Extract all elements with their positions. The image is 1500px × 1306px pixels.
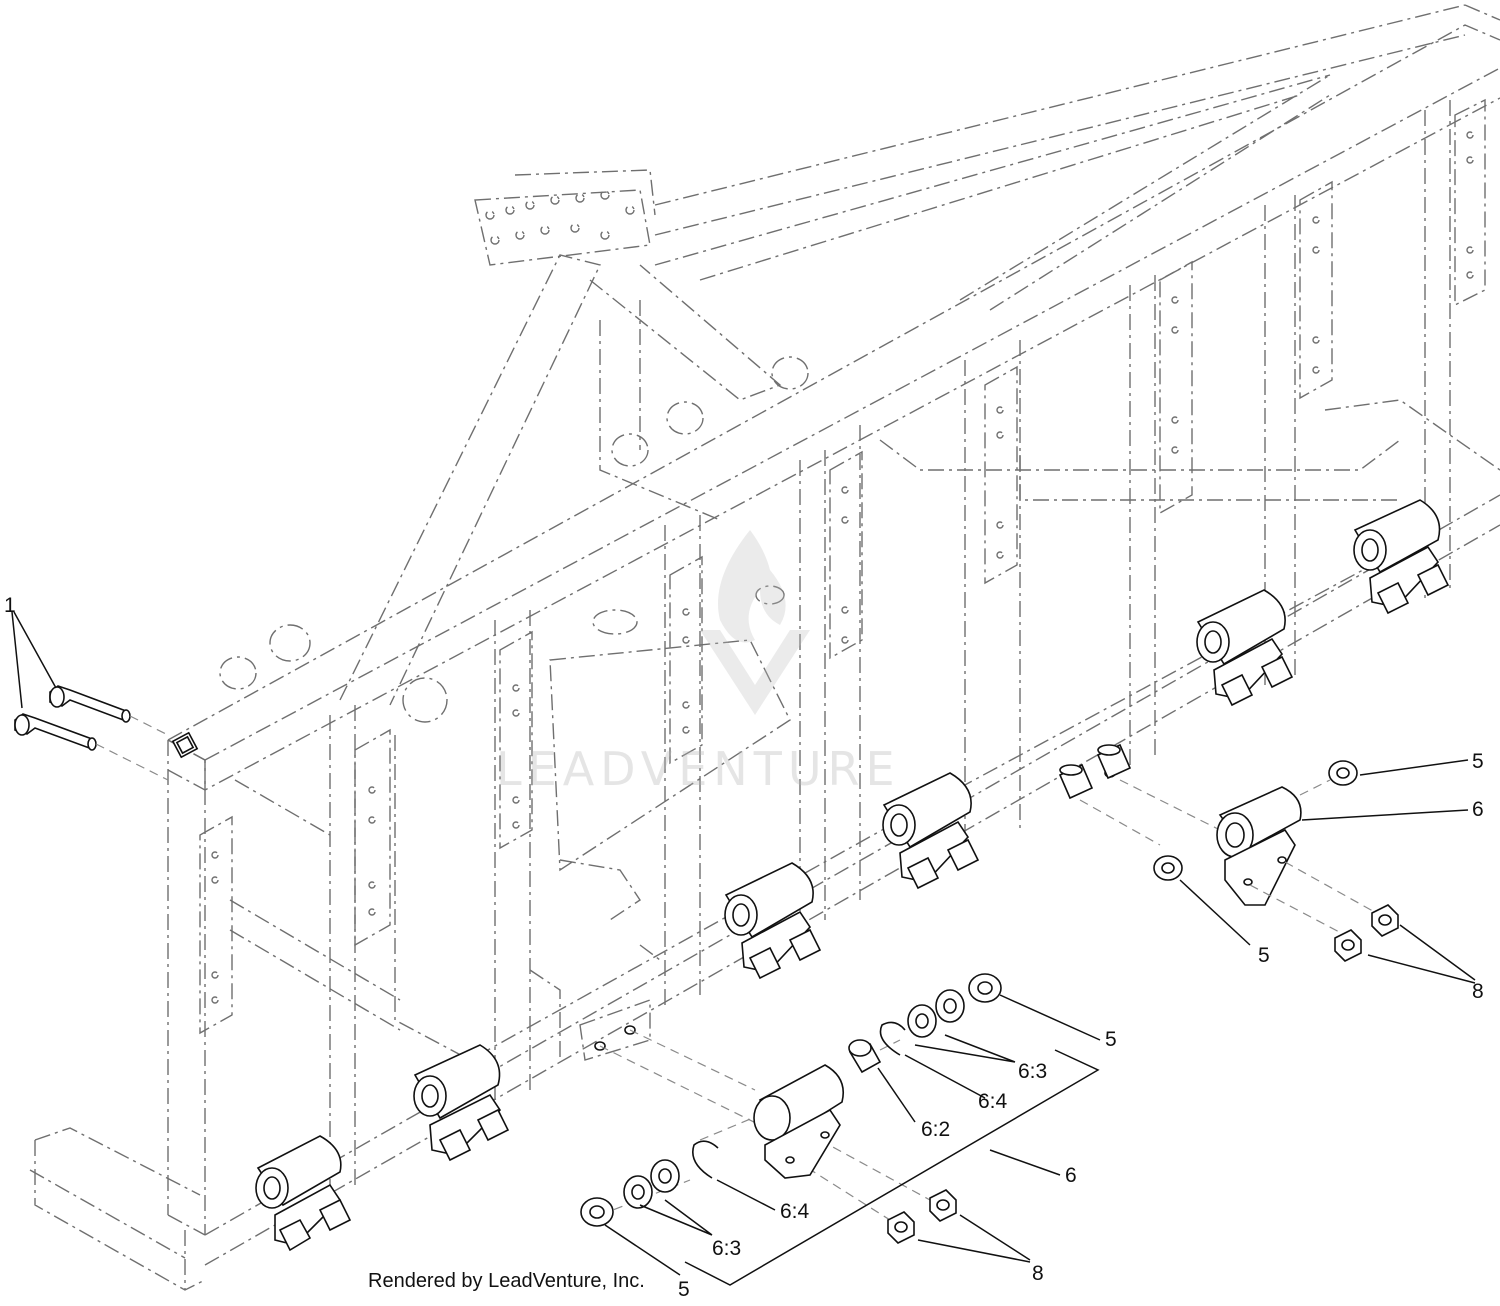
callout-6-upper-right: 6: [1472, 798, 1484, 821]
callout-5-upper-right: 5: [1472, 750, 1484, 773]
callout-1: 1: [4, 594, 16, 617]
callout-6-group: 6: [1065, 1164, 1077, 1187]
callout-6-3-upper: 6:3: [1018, 1060, 1047, 1083]
exploded-assembly-lower: [580, 973, 1100, 1286]
roller-assembly-a: [255, 1135, 352, 1252]
callout-6-4-upper: 6:4: [978, 1090, 1008, 1113]
roller-assembly-b: [413, 1044, 510, 1162]
watermark-text: LEADVENTURE: [496, 742, 901, 796]
phantom-frame: [29, 4, 1500, 1291]
leader-lines: [11, 611, 1476, 1276]
installed-roller-assemblies: [255, 499, 1450, 1252]
roller-assembly-c: [724, 862, 822, 980]
callout-8-right: 8: [1472, 980, 1484, 1003]
callout-5-group-top: 5: [1105, 1028, 1117, 1051]
bolts-item-1: [14, 685, 169, 781]
callout-labels: 1 5 6 5 8 5 6:3 6:4 6:2 6 6:4 6:3 8 5: [4, 594, 1484, 1301]
roller-assembly-f: [1353, 499, 1450, 615]
roller-assembly-d: [882, 772, 980, 890]
callout-6-4-lower: 6:4: [780, 1200, 810, 1223]
leadventure-flame-logo-icon: [700, 530, 810, 715]
exploded-assembly-right: [1058, 743, 1399, 962]
callout-5-mid-right: 5: [1258, 944, 1270, 967]
callout-6-3-lower: 6:3: [712, 1237, 741, 1260]
roller-assembly-e: [1196, 589, 1294, 707]
callout-6-2: 6:2: [921, 1118, 950, 1141]
render-credit: Rendered by LeadVenture, Inc.: [368, 1270, 645, 1292]
callout-5-lower: 5: [678, 1278, 690, 1301]
callout-8-lower: 8: [1032, 1262, 1044, 1285]
